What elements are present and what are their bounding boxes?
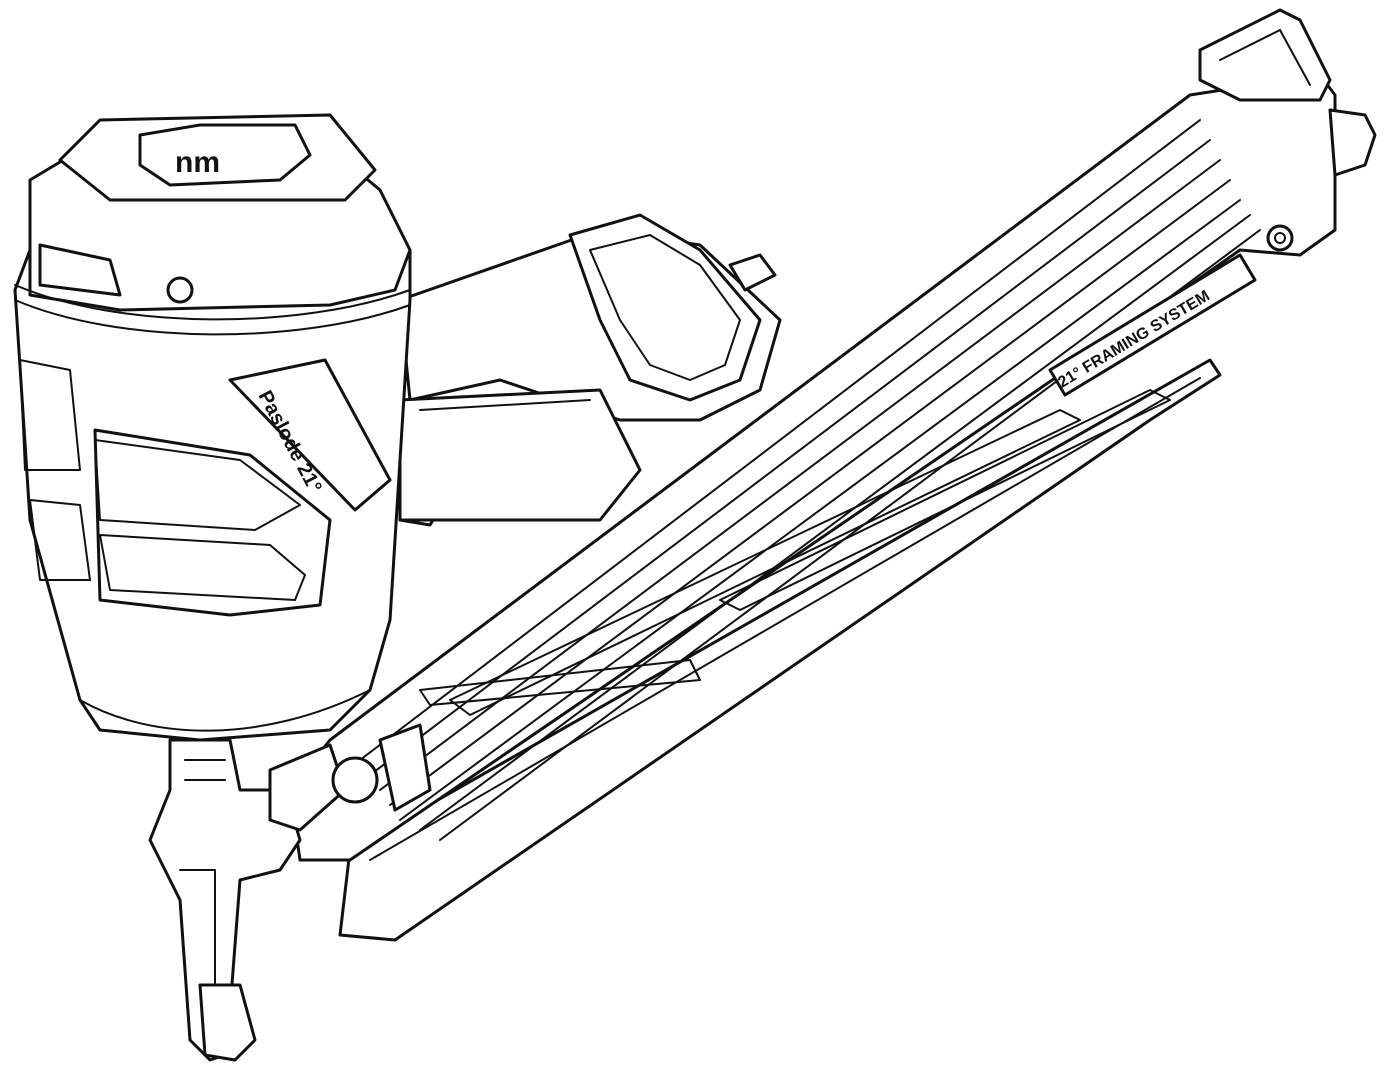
nose-assembly [148,723,432,1062]
handle [398,213,782,527]
magazine: 21° FRAMING SYSTEM [288,8,1377,942]
top-logo-icon: nm [175,146,220,179]
motor-housing: nm Paslode 21° [13,113,412,742]
